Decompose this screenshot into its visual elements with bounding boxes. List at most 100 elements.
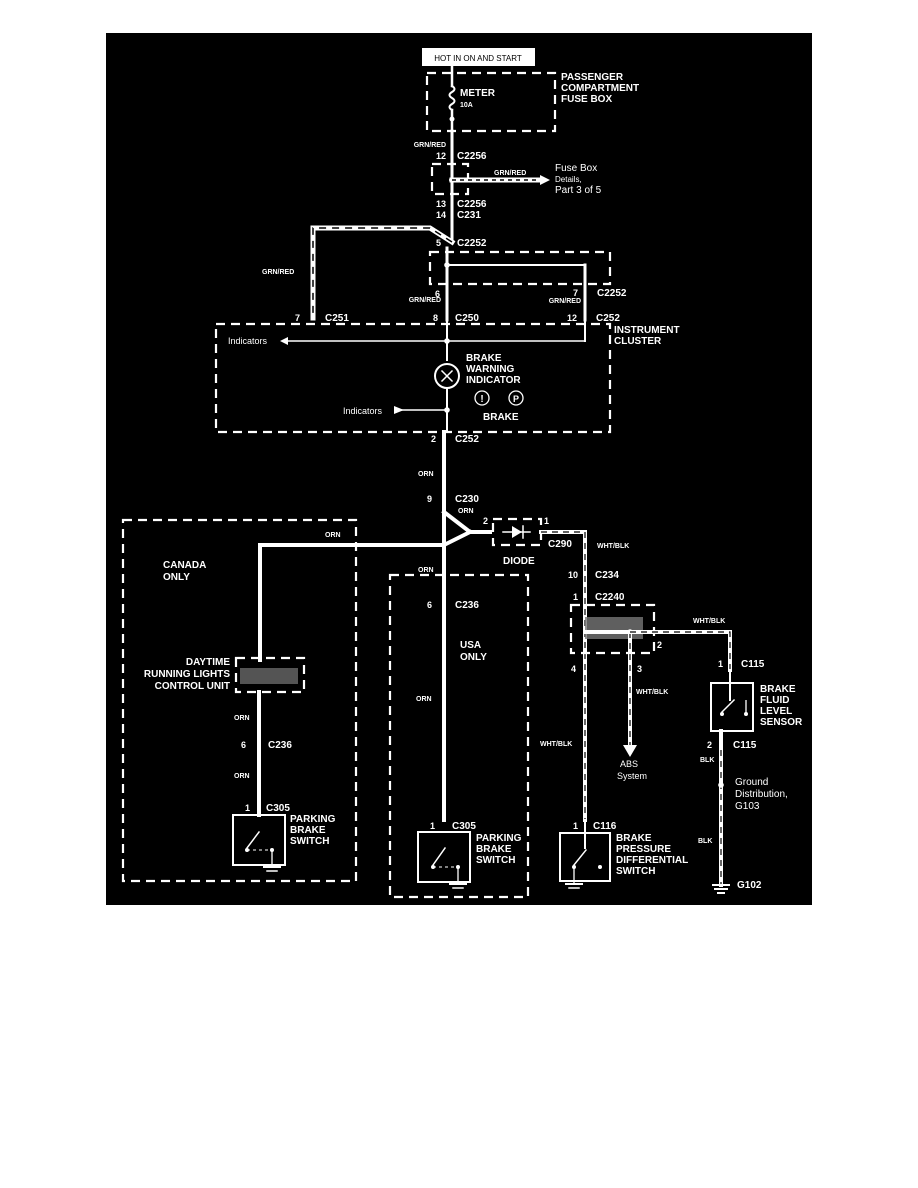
pin-2f: 2 (707, 740, 712, 750)
canada-only-region (121, 518, 358, 883)
pin-1a: 1 (245, 803, 250, 813)
wire-label-grn-red-4: GRN/RED (409, 297, 441, 304)
pin-1f: 1 (718, 659, 723, 669)
abs-label-2: System (617, 771, 647, 781)
passenger-fuse-box (425, 71, 557, 133)
drl-control-unit-box (234, 656, 306, 694)
wire-label-wht-blk-3: WHT/BLK (636, 689, 668, 696)
drl-label-1: DAYTIME (186, 657, 230, 668)
hot-in-label-box (422, 48, 535, 66)
fuse-details-1: Fuse Box (555, 163, 597, 174)
canada-parking-brake-switch-box (232, 814, 286, 866)
wire-to-brake-fluid (583, 630, 732, 672)
diode-icon (502, 525, 531, 539)
bfls-label-4: SENSOR (760, 717, 803, 728)
wire-label-grn-red-5: GRN/RED (549, 298, 581, 305)
pin-13: 13 (436, 199, 446, 209)
bpds-label-1: BRAKE (616, 833, 652, 844)
pin-5: 5 (436, 238, 441, 248)
connector-c230: C230 (455, 494, 479, 505)
splice-box-c2252 (428, 250, 612, 286)
diagram-background (106, 33, 812, 905)
pin-6a: 6 (241, 740, 246, 750)
canada-label-2: ONLY (163, 572, 190, 583)
ground-dist-3: G103 (735, 801, 760, 812)
connector-c115-b: C115 (733, 740, 757, 751)
connector-c2252-b: C2252 (597, 288, 627, 299)
fuse-details-2: Details, (555, 175, 582, 184)
connector-c290: C290 (548, 539, 572, 550)
svg-text:P: P (513, 394, 519, 404)
ground-dist-2: Distribution, (735, 789, 788, 800)
ground-g102-icon (712, 884, 730, 894)
pin-6: 6 (435, 289, 440, 299)
indicators-left-arrow (280, 337, 288, 345)
usa-pbs-label-1: PARKING (476, 833, 522, 844)
pin-7: 7 (573, 288, 578, 298)
fuse-rating: 10A (460, 102, 473, 109)
indicators-in-label: Indicators (343, 406, 383, 416)
connector-c231: C231 (457, 210, 481, 221)
splice-box-c2240 (569, 603, 656, 655)
pin-9: 9 (427, 494, 432, 504)
canada-label-1: CANADA (163, 560, 206, 571)
wire-label-orn-2: ORN (458, 508, 474, 515)
pin-12b: 12 (567, 313, 577, 323)
connector-c305-b: C305 (452, 821, 476, 832)
connector-c234: C234 (595, 570, 619, 581)
connector-c2240: C2240 (595, 592, 625, 603)
connector-c252-b: C252 (455, 434, 479, 445)
svg-text:!: ! (480, 394, 483, 405)
fuse-box-title-1: PASSENGER (561, 72, 624, 83)
canada-pbs-label-3: SWITCH (290, 836, 329, 847)
connector-c236-b: C236 (455, 600, 479, 611)
pin-diode-2: 2 (483, 516, 488, 526)
canada-pbs-label-1: PARKING (290, 814, 336, 825)
usa-parking-brake-switch-icon (431, 846, 467, 889)
bpds-label-3: DIFFERENTIAL (616, 855, 688, 866)
hot-in-label: HOT IN ON AND START (434, 54, 522, 63)
wire-label-orn-5: ORN (416, 696, 432, 703)
wire-label-orn-1: ORN (418, 471, 434, 478)
drl-label-3: CONTROL UNIT (155, 681, 230, 692)
pin-3: 3 (637, 664, 642, 674)
diode-label: DIODE (503, 556, 535, 567)
wire-label-blk-2: BLK (698, 838, 712, 845)
bpds-label-2: PRESSURE (616, 844, 671, 855)
wire-label-grn-red-3: GRN/RED (262, 269, 294, 276)
brake-symbol-icon: ! P (474, 390, 524, 406)
pin-4: 4 (571, 664, 576, 674)
wire-label-wht-blk-2: WHT/BLK (693, 618, 725, 625)
pin-7b: 7 (295, 313, 300, 323)
ground-g102: G102 (737, 880, 762, 891)
bfls-label-1: BRAKE (760, 684, 796, 695)
wire-label-grn-red-1: GRN/RED (414, 142, 446, 149)
pin-1b: 1 (430, 821, 435, 831)
drl-label-2: RUNNING LIGHTS (144, 669, 230, 680)
pin-1e: 1 (573, 592, 578, 602)
connector-c250: C250 (455, 313, 479, 324)
lamp-label-1: BRAKE (466, 353, 502, 364)
wire-label-grn-red-2: GRN/RED (494, 170, 526, 177)
wire-label-wht-blk-4: WHT/BLK (540, 741, 572, 748)
brake-fluid-sensor-box (710, 682, 754, 732)
connector-c236-a: C236 (268, 740, 292, 751)
abs-label-1: ABS (620, 759, 638, 769)
connector-c2252-a: C2252 (457, 238, 487, 249)
wire-orn-canada (258, 543, 446, 662)
usa-only-region (388, 573, 530, 899)
pin-12: 12 (436, 151, 446, 161)
arrow-to-fuse-details (540, 175, 550, 185)
connector-c115-a: C115 (741, 659, 765, 670)
pin-10: 10 (568, 570, 578, 580)
pin-diode-1: 1 (544, 516, 549, 526)
lamp-sub-label: BRAKE (483, 412, 519, 423)
pin-1c: 1 (573, 821, 578, 831)
ground-dist-1: Ground (735, 777, 768, 788)
fuse-name: METER (460, 88, 496, 99)
instrument-cluster-box (214, 322, 612, 434)
connector-c252-a: C252 (596, 313, 620, 324)
usa-label-1: USA (460, 640, 481, 651)
wire-label-orn-7: ORN (234, 773, 250, 780)
